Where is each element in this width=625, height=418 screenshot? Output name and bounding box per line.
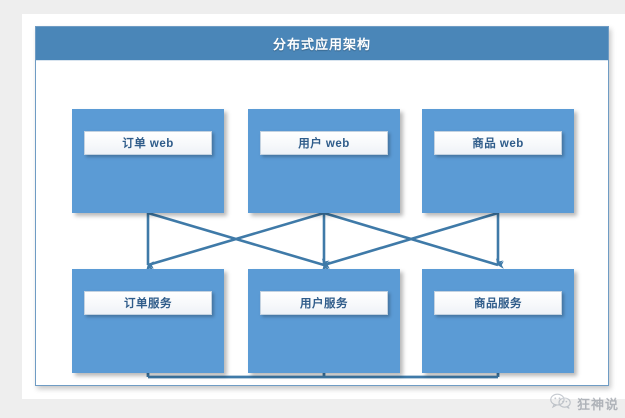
diagram-title-bar: 分布式应用架构 bbox=[36, 27, 608, 61]
node-order-service[interactable]: 订单服务 bbox=[72, 269, 224, 373]
node-user-service[interactable]: 用户服务 bbox=[248, 269, 400, 373]
diagram-canvas: 订单 web 用户 web 商品 web 订单服务 用户服务 商品服务 bbox=[36, 61, 608, 385]
node-user-web-label: 用户 web bbox=[260, 131, 388, 155]
node-user-web[interactable]: 用户 web bbox=[248, 109, 400, 213]
architecture-diagram-panel: 分布式应用架构 bbox=[35, 26, 609, 386]
node-product-service[interactable]: 商品服务 bbox=[422, 269, 574, 373]
watermark-text: 狂神说 bbox=[576, 397, 619, 412]
page-title: 分布式应用架构 bbox=[272, 37, 371, 52]
node-order-web-label: 订单 web bbox=[84, 131, 212, 155]
node-user-service-label: 用户服务 bbox=[260, 291, 388, 315]
node-product-web[interactable]: 商品 web bbox=[422, 109, 574, 213]
node-order-web[interactable]: 订单 web bbox=[72, 109, 224, 213]
wechat-logo-icon bbox=[550, 393, 572, 414]
node-product-web-label: 商品 web bbox=[434, 131, 562, 155]
node-product-service-label: 商品服务 bbox=[434, 291, 562, 315]
watermark: 狂神说 bbox=[550, 393, 619, 414]
white-card: 分布式应用架构 bbox=[22, 14, 625, 399]
node-order-service-label: 订单服务 bbox=[84, 291, 212, 315]
